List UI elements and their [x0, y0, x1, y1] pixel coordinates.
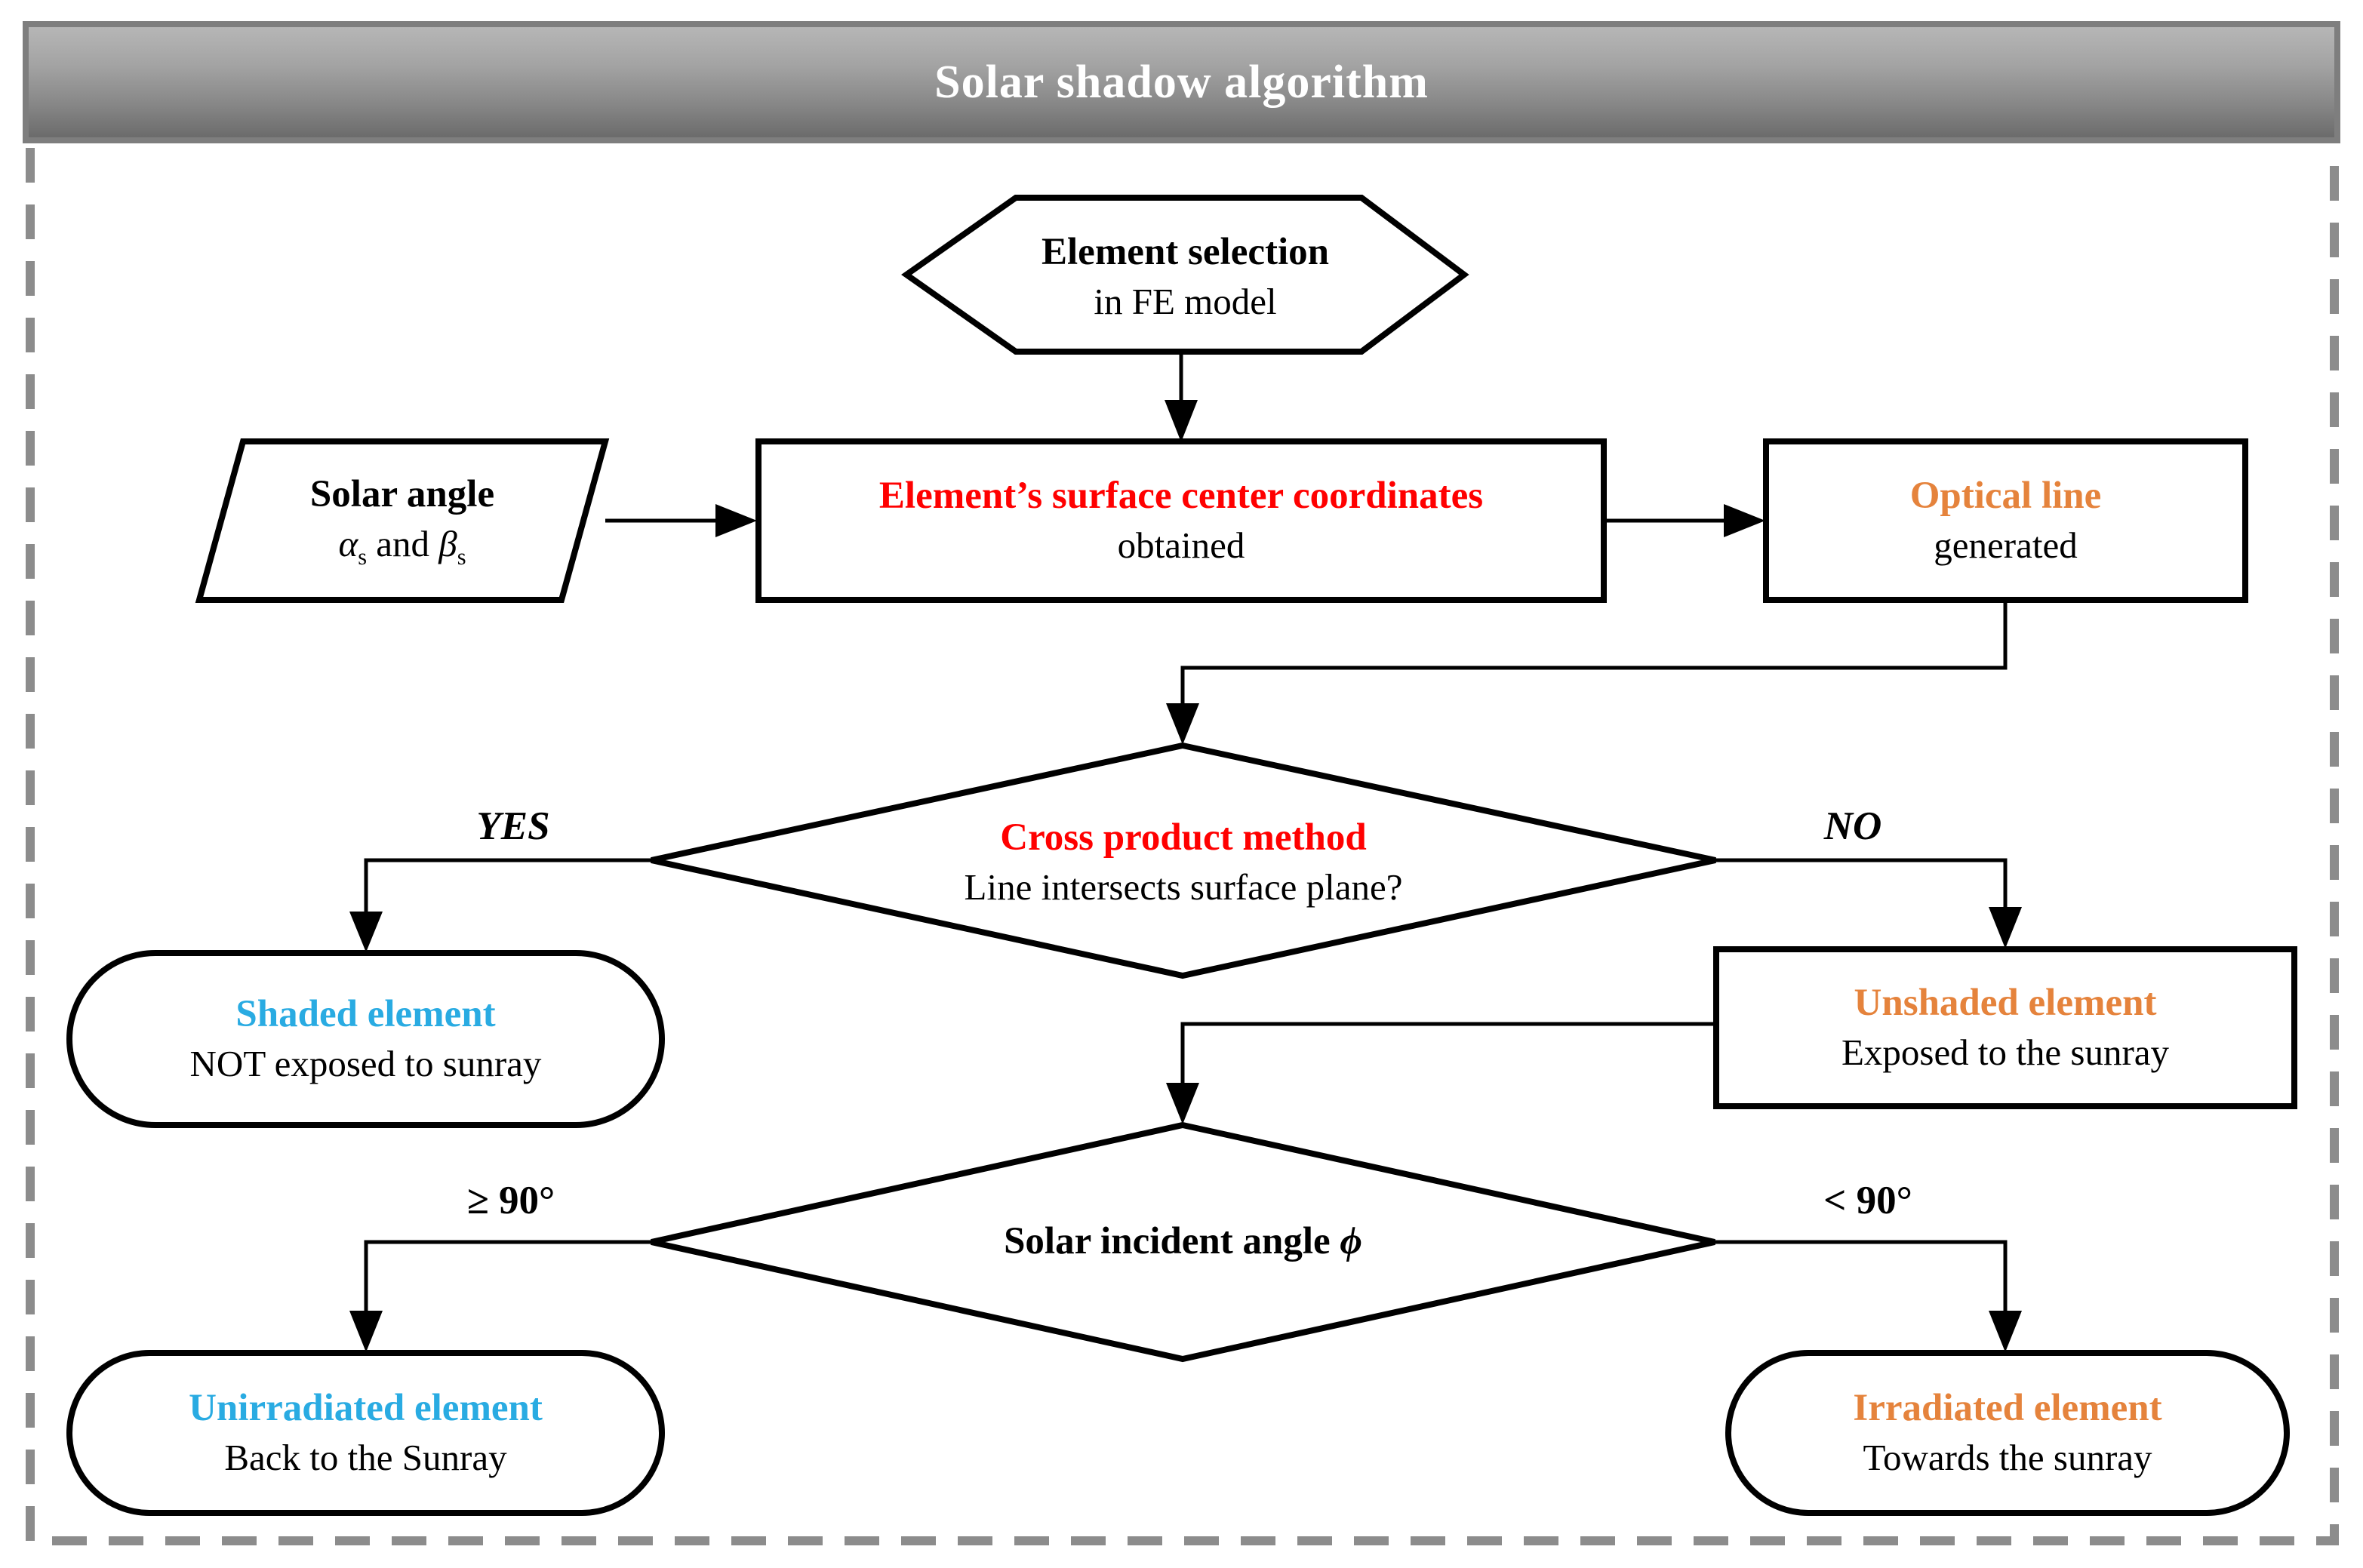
hexagon-element-selection — [901, 195, 1469, 355]
arrowhead-to-unshaded — [1989, 907, 2022, 948]
cross-product-text: Cross product method Line intersects sur… — [651, 749, 1715, 976]
alpha-subscript: s — [358, 544, 368, 570]
optical-line-subtitle: generated — [1934, 524, 2078, 567]
edge-diamond2-ge90 — [364, 1240, 651, 1312]
cross-product-question: Line intersects surface plane? — [964, 866, 1403, 909]
label-ge-90: ≥ 90° — [466, 1179, 555, 1222]
stadium-unirradiated-element — [66, 1350, 665, 1516]
unirradiated-element-text: Unirradiated element Back to the Sunray — [69, 1353, 662, 1513]
title-bar: Solar shadow algorithm — [23, 21, 2340, 143]
incident-angle-text: Solar incident angle ϕ — [651, 1125, 1715, 1359]
solar-angle-symbols: αs and βs — [338, 520, 466, 572]
arrowhead-to-diamond2 — [1166, 1083, 1199, 1124]
arrowhead-to-coordinates-left — [715, 504, 757, 537]
surface-center-subtitle: obtained — [1117, 524, 1245, 567]
solar-angle-title: Solar angle — [309, 472, 495, 515]
stadium-shaded-element — [66, 950, 665, 1128]
phi-symbol: ϕ — [1340, 1220, 1362, 1263]
arrowhead-to-optical — [1724, 504, 1765, 537]
irradiated-element-title: Irradiated element — [1853, 1387, 2162, 1429]
parallelogram-solar-angle — [195, 438, 610, 603]
arrowhead-to-shaded — [349, 912, 383, 952]
edge-unshaded-to-diamond2 — [1180, 1022, 1716, 1084]
label-yes: YES — [476, 804, 550, 848]
alpha-symbol: α — [338, 523, 358, 565]
irradiated-element-text: Irradiated element Towards the sunray — [1728, 1353, 2287, 1513]
beta-symbol: β — [438, 523, 457, 565]
unshaded-element-title: Unshaded element — [1854, 982, 2157, 1024]
diamond-incident-angle — [651, 1121, 1715, 1363]
shaded-element-text: Shaded element NOT exposed to sunray — [69, 953, 662, 1125]
stadium-irradiated-element — [1725, 1350, 2290, 1516]
arrowhead-to-coordinates — [1165, 400, 1198, 442]
unirradiated-element-title: Unirradiated element — [189, 1387, 543, 1429]
solar-angle-text: Solar angle αs and βs — [199, 441, 605, 600]
box-unshaded-element — [1713, 946, 2297, 1109]
arrowhead-to-irradiated — [1989, 1311, 2022, 1352]
unshaded-element-subtitle: Exposed to the sunray — [1841, 1031, 2170, 1074]
box-optical-line — [1763, 438, 2248, 603]
box-surface-center — [755, 438, 1607, 603]
label-no: NO — [1823, 804, 1882, 848]
arrowheads — [349, 400, 2022, 1352]
connector-lines — [364, 353, 2008, 1312]
incident-angle-label: Solar incident angle ϕ — [1004, 1216, 1362, 1267]
figure-title: Solar shadow algorithm — [934, 56, 1429, 108]
optical-line-text: Optical line generated — [1766, 441, 2245, 600]
hexagon-element-selection-text: Element selection in FE model — [906, 202, 1464, 351]
shaded-element-title: Shaded element — [235, 993, 496, 1035]
cross-product-title: Cross product method — [1000, 816, 1367, 859]
edge-diamond2-lt90 — [1715, 1240, 2008, 1312]
dashed-border — [26, 148, 2339, 1545]
optical-line-title: Optical line — [1909, 475, 2102, 517]
unirradiated-element-subtitle: Back to the Sunray — [224, 1437, 507, 1479]
and-text: and — [367, 523, 439, 565]
diamond-cross-product — [651, 742, 1716, 979]
irradiated-element-subtitle: Towards the sunray — [1863, 1437, 2152, 1479]
edge-diamond1-no — [1715, 858, 2008, 909]
surface-center-title: Element’s surface center coordinates — [878, 475, 1484, 517]
element-selection-subtitle: in FE model — [1094, 280, 1277, 322]
incident-angle-words: Solar incident angle — [1004, 1220, 1340, 1263]
arrowhead-to-unirradiated — [349, 1311, 383, 1352]
edge-optical-to-diamond1 — [1180, 600, 2008, 705]
arrowhead-to-diamond1 — [1166, 703, 1199, 745]
edge-diamond1-yes — [364, 858, 651, 913]
beta-subscript: s — [457, 544, 466, 570]
surface-center-text: Element’s surface center coordinates obt… — [758, 441, 1604, 600]
label-lt-90: < 90° — [1823, 1179, 1912, 1222]
element-selection-title: Element selection — [1042, 230, 1329, 273]
unshaded-element-text: Unshaded element Exposed to the sunray — [1716, 949, 2294, 1106]
shaded-element-subtitle: NOT exposed to sunray — [189, 1043, 542, 1085]
